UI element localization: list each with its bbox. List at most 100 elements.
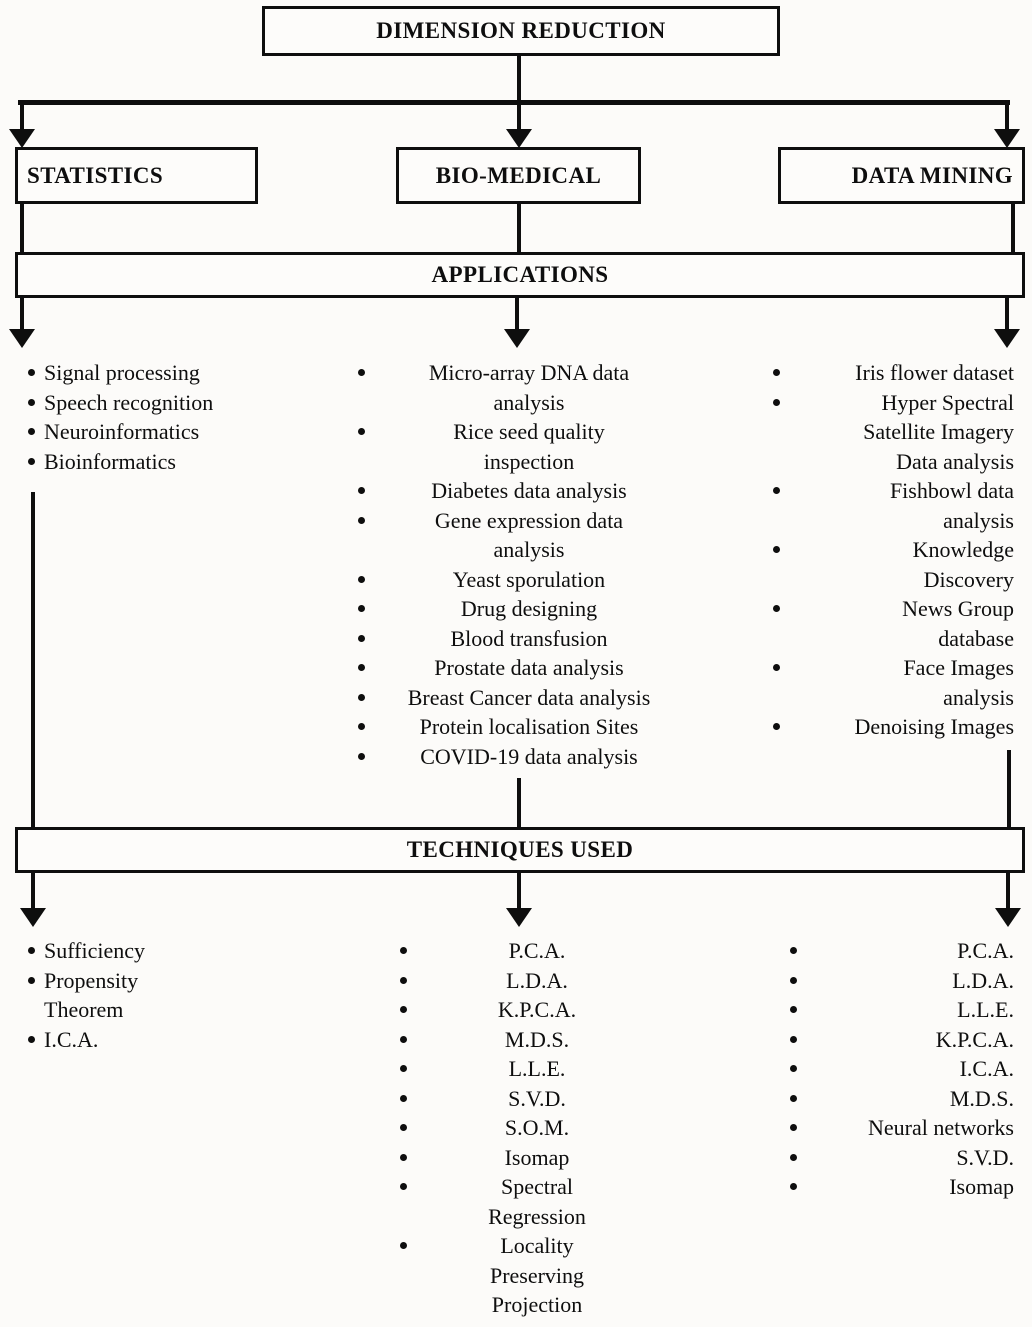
bullet-icon — [350, 476, 374, 506]
bullet-icon — [350, 653, 374, 683]
list-item: Neural networks — [782, 1113, 1014, 1143]
list-item: Hyper Spectral Satellite Imagery Data an… — [765, 388, 1014, 477]
list-item-label: Rice seed quality inspection — [453, 419, 605, 474]
list-item-label: P.C.A. — [508, 938, 566, 963]
bullet-icon — [392, 1084, 416, 1114]
list-item: Knowledge Discovery — [765, 535, 1014, 594]
list-item-label: S.V.D. — [956, 1144, 1014, 1170]
bullet-icon — [765, 712, 789, 742]
bullet-icon — [782, 966, 806, 996]
list-item: Spectral Regression — [392, 1172, 658, 1231]
list-item: Sufficiency — [20, 936, 240, 966]
connector-bio-medical-applications — [517, 204, 521, 252]
list-item: Bioinformatics — [20, 447, 320, 477]
bullet-icon — [350, 417, 374, 447]
connector-bio-medical-techniques — [517, 778, 521, 827]
bullet-icon — [392, 1054, 416, 1084]
title-stem-line — [517, 56, 521, 102]
bullet-icon — [782, 936, 806, 966]
bullet-icon — [765, 594, 789, 624]
list-item-label: COVID-19 data analysis — [420, 743, 638, 769]
list-item-label: Hyper Spectral Satellite Imagery Data an… — [863, 389, 1014, 474]
arrow-down-applications-bio-medical — [504, 298, 530, 348]
list-item: Propensity Theorem — [20, 966, 240, 1025]
category-label-statistics: STATISTICS — [27, 162, 164, 188]
list-item-label: Protein localisation Sites — [419, 714, 639, 739]
list-item: L.D.A. — [392, 966, 658, 996]
list-item-label: K.P.C.A. — [935, 1026, 1014, 1052]
list-item: Protein localisation Sites — [350, 712, 684, 742]
bullet-icon — [782, 1113, 806, 1143]
bullet-icon — [350, 624, 374, 654]
list-item-label: Blood transfusion — [450, 625, 608, 651]
list-item-label: M.D.S. — [949, 1085, 1014, 1111]
bullet-icon — [782, 1143, 806, 1173]
bullet-icon — [782, 1025, 806, 1055]
list-item: Locality Preserving Projection — [392, 1231, 658, 1320]
list-item-label: Iris flower dataset — [855, 360, 1014, 385]
list-item: Signal processing — [20, 358, 320, 388]
bullet-icon — [350, 358, 374, 388]
category-box-data-mining: DATA MINING — [778, 147, 1025, 204]
bullet-icon — [765, 358, 789, 388]
category-label-data-mining: DATA MINING — [851, 162, 1013, 188]
bullet-icon — [350, 506, 374, 536]
list-item: Yeast sporulation — [350, 565, 684, 595]
list-item-label: S.V.D. — [508, 1085, 566, 1111]
techniques-bar-label: TECHNIQUES USED — [406, 837, 634, 862]
list-item-label: Yeast sporulation — [452, 566, 606, 592]
techniques-bar: TECHNIQUES USED — [15, 827, 1025, 873]
list-item: S.V.D. — [392, 1084, 658, 1114]
list-item: L.L.E. — [782, 995, 1014, 1025]
category-label-bio-medical: BIO-MEDICAL — [435, 162, 602, 188]
list-item-label: Neuroinformatics — [44, 419, 200, 444]
list-item: COVID-19 data analysis — [350, 742, 684, 772]
list-item-label: M.D.S. — [504, 1026, 570, 1052]
list-item-label: Denoising Images — [854, 714, 1014, 739]
list-item: P.C.A. — [392, 936, 658, 966]
list-item: Breast Cancer data analysis — [350, 683, 684, 713]
connector-data-mining-applications — [1011, 204, 1015, 252]
bullet-icon — [20, 1025, 44, 1055]
applications-bar: APPLICATIONS — [15, 252, 1025, 298]
connector-statistics-techniques — [31, 492, 35, 827]
list-item: S.V.D. — [782, 1143, 1014, 1173]
list-item: M.D.S. — [782, 1084, 1014, 1114]
list-item-label: Face Images analysis — [903, 655, 1014, 710]
list-item-label: Spectral Regression — [488, 1174, 586, 1229]
list-item: Blood transfusion — [350, 624, 684, 654]
list-item-label: Neural networks — [867, 1115, 1014, 1140]
list-item-label: Diabetes data analysis — [431, 478, 627, 503]
list-item-label: I.C.A. — [44, 1026, 99, 1052]
techniques-list-data-mining: P.C.A.L.D.A.L.L.E.K.P.C.A.I.C.A.M.D.S.Ne… — [782, 936, 1014, 1202]
arrow-down-techniques-data-mining — [995, 873, 1021, 927]
list-item-label: S.O.M. — [504, 1115, 570, 1140]
bullet-icon — [20, 358, 44, 388]
list-item: Fishbowl data analysis — [765, 476, 1014, 535]
connector-statistics-applications — [20, 204, 24, 252]
bullet-icon — [350, 742, 374, 772]
arrow-down-to-statistics — [9, 104, 35, 148]
list-item-label: L.L.E. — [957, 997, 1014, 1022]
list-item: Neuroinformatics — [20, 417, 320, 447]
distributor-line — [18, 100, 1010, 105]
bullet-icon — [392, 1231, 416, 1261]
list-item: K.P.C.A. — [392, 995, 658, 1025]
list-item: P.C.A. — [782, 936, 1014, 966]
bullet-icon — [350, 712, 374, 742]
bullet-icon — [765, 476, 789, 506]
bullet-icon — [350, 594, 374, 624]
arrow-down-applications-data-mining — [994, 298, 1020, 348]
bullet-icon — [20, 417, 44, 447]
list-item: Gene expression data analysis — [350, 506, 684, 565]
applications-bar-label: APPLICATIONS — [431, 262, 609, 287]
list-item: Isomap — [782, 1172, 1014, 1202]
list-item: I.C.A. — [20, 1025, 240, 1055]
list-item: M.D.S. — [392, 1025, 658, 1055]
bullet-icon — [20, 447, 44, 477]
list-item: L.D.A. — [782, 966, 1014, 996]
arrow-down-to-bio-medical — [506, 104, 532, 148]
